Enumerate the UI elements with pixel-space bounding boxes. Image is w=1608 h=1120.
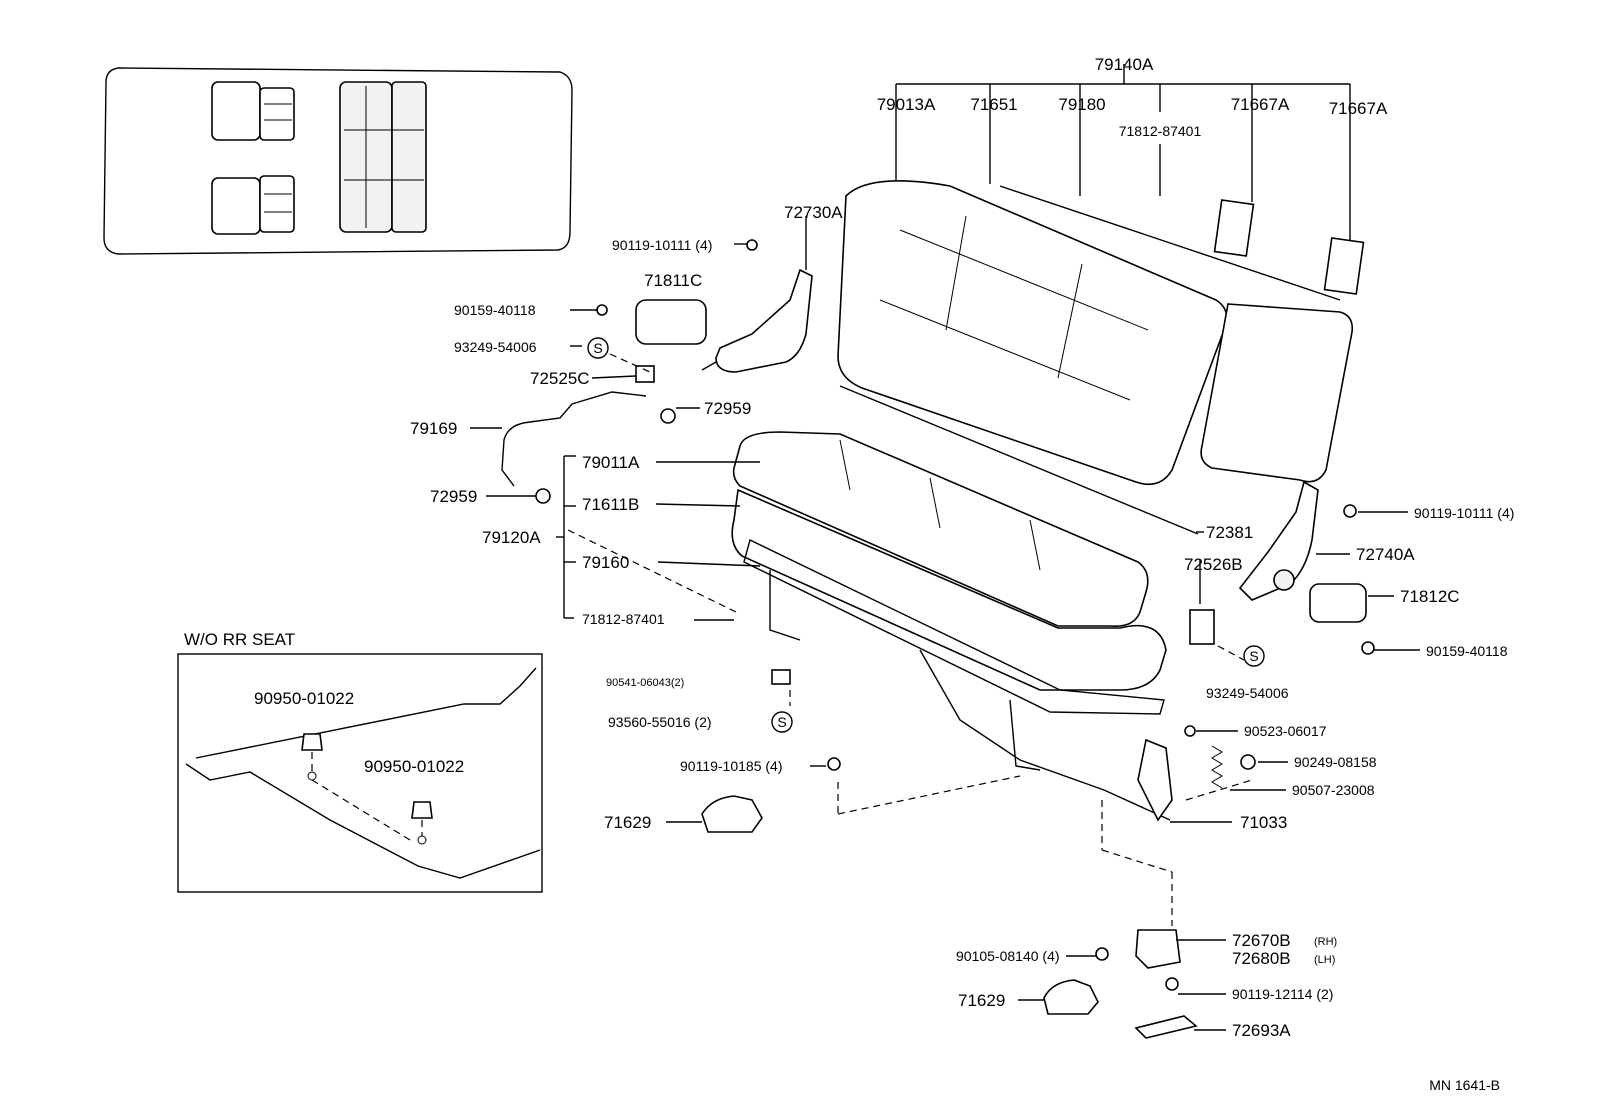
s-symbol-right: S bbox=[1249, 648, 1258, 664]
leader-lines bbox=[470, 64, 1420, 1031]
bracket-72526b bbox=[1189, 609, 1215, 645]
label-72693a: 72693A bbox=[1232, 1021, 1291, 1040]
label-71812c: 71812C bbox=[1400, 587, 1460, 606]
label-71811c: 71811C bbox=[644, 271, 702, 290]
hinge-72730a bbox=[701, 268, 813, 373]
plate-72693a bbox=[1134, 1015, 1198, 1039]
label-79169: 79169 bbox=[410, 419, 457, 438]
bracket-72670b bbox=[1135, 929, 1181, 969]
s-symbol-left: S bbox=[593, 340, 602, 356]
seat-back-assembly bbox=[837, 180, 1365, 535]
label-93249-54006-left: 93249-54006 bbox=[454, 339, 537, 355]
label-90249-08158: 90249-08158 bbox=[1294, 754, 1377, 770]
label-71667a-1: 71667A bbox=[1231, 95, 1290, 114]
label-72670b-side: (RH) bbox=[1314, 936, 1337, 948]
inset-title: W/O RR SEAT bbox=[184, 630, 295, 649]
clip-72525c bbox=[635, 365, 655, 383]
label-90119-12114: 90119-12114 (2) bbox=[1232, 986, 1333, 1002]
cap-72959-b bbox=[535, 488, 551, 504]
label-72670b: 72670B bbox=[1232, 931, 1291, 950]
part-labels: 79140A 79013A 71651 79180 71812-87401 71… bbox=[184, 55, 1514, 1093]
rear-bench-seat bbox=[339, 81, 427, 233]
label-72381: 72381 bbox=[1206, 523, 1253, 542]
label-79013a: 79013A bbox=[877, 95, 936, 114]
label-90159-40118-left: 90159-40118 bbox=[454, 302, 536, 318]
front-seat-upper bbox=[211, 81, 295, 141]
label-72740a: 72740A bbox=[1356, 545, 1415, 564]
label-72730a: 72730A bbox=[784, 203, 843, 222]
vehicle-overview bbox=[103, 67, 573, 255]
label-90119-10111-right: 90119-10111 (4) bbox=[1414, 505, 1514, 521]
label-79011a: 79011A bbox=[582, 453, 640, 472]
label-90541-06043: 90541-06043(2) bbox=[606, 677, 684, 689]
label-71667a-2: 71667A bbox=[1329, 99, 1388, 118]
label-90950-01022-b: 90950-01022 bbox=[364, 757, 464, 776]
seat-cushion-assembly bbox=[731, 431, 1171, 821]
label-71812-87401-left: 71812-87401 bbox=[582, 611, 665, 627]
label-72525c: 72525C bbox=[530, 369, 590, 388]
s-symbols: S S S bbox=[587, 337, 1265, 733]
label-93560-55016: 93560-55016 (2) bbox=[608, 714, 712, 730]
label-79140a: 79140A bbox=[1095, 55, 1154, 74]
cover-71629-b bbox=[1043, 979, 1099, 1015]
bracket-71033 bbox=[1137, 738, 1173, 822]
rod-79169 bbox=[501, 391, 647, 487]
label-71629-b: 71629 bbox=[958, 991, 1005, 1010]
label-90119-10111-left: 90119-10111 (4) bbox=[612, 237, 712, 253]
label-72526b: 72526B bbox=[1184, 555, 1243, 574]
label-72680b: 72680B bbox=[1232, 949, 1291, 968]
label-90507-23008: 90507-23008 bbox=[1292, 782, 1375, 798]
label-72959-a: 72959 bbox=[704, 399, 751, 418]
hinge-72740a bbox=[1238, 480, 1319, 601]
label-71651: 71651 bbox=[970, 95, 1017, 114]
label-79120a: 79120A bbox=[482, 528, 541, 547]
inset-without-rear-seat bbox=[177, 653, 543, 893]
front-seat-lower bbox=[211, 175, 295, 235]
label-90950-01022-a: 90950-01022 bbox=[254, 689, 354, 708]
label-72959-b: 72959 bbox=[430, 487, 477, 506]
handle-71811c bbox=[635, 299, 707, 345]
dashed-lines bbox=[567, 353, 1253, 926]
diagram-id: MN 1641-B bbox=[1429, 1077, 1500, 1093]
label-72680b-side: (LH) bbox=[1314, 954, 1335, 966]
label-90105-08140: 90105-08140 (4) bbox=[956, 948, 1060, 964]
s-symbol-bottom: S bbox=[777, 714, 786, 730]
label-79160: 79160 bbox=[582, 553, 629, 572]
label-90159-40118-right: 90159-40118 bbox=[1426, 643, 1508, 659]
label-71611b: 71611B bbox=[582, 495, 639, 514]
label-90119-10185: 90119-10185 (4) bbox=[680, 758, 782, 774]
label-79180: 79180 bbox=[1058, 95, 1105, 114]
label-71629-a: 71629 bbox=[604, 813, 651, 832]
small-parts bbox=[535, 239, 1375, 1039]
label-93249-54006-right: 93249-54006 bbox=[1206, 685, 1289, 701]
cap-72959-a bbox=[660, 408, 676, 424]
label-71033: 71033 bbox=[1240, 813, 1287, 832]
cover-71629-a bbox=[701, 795, 763, 833]
label-71812-87401-top: 71812-87401 bbox=[1119, 123, 1202, 139]
label-90523-06017: 90523-06017 bbox=[1244, 723, 1327, 739]
handle-71812c bbox=[1309, 583, 1367, 623]
